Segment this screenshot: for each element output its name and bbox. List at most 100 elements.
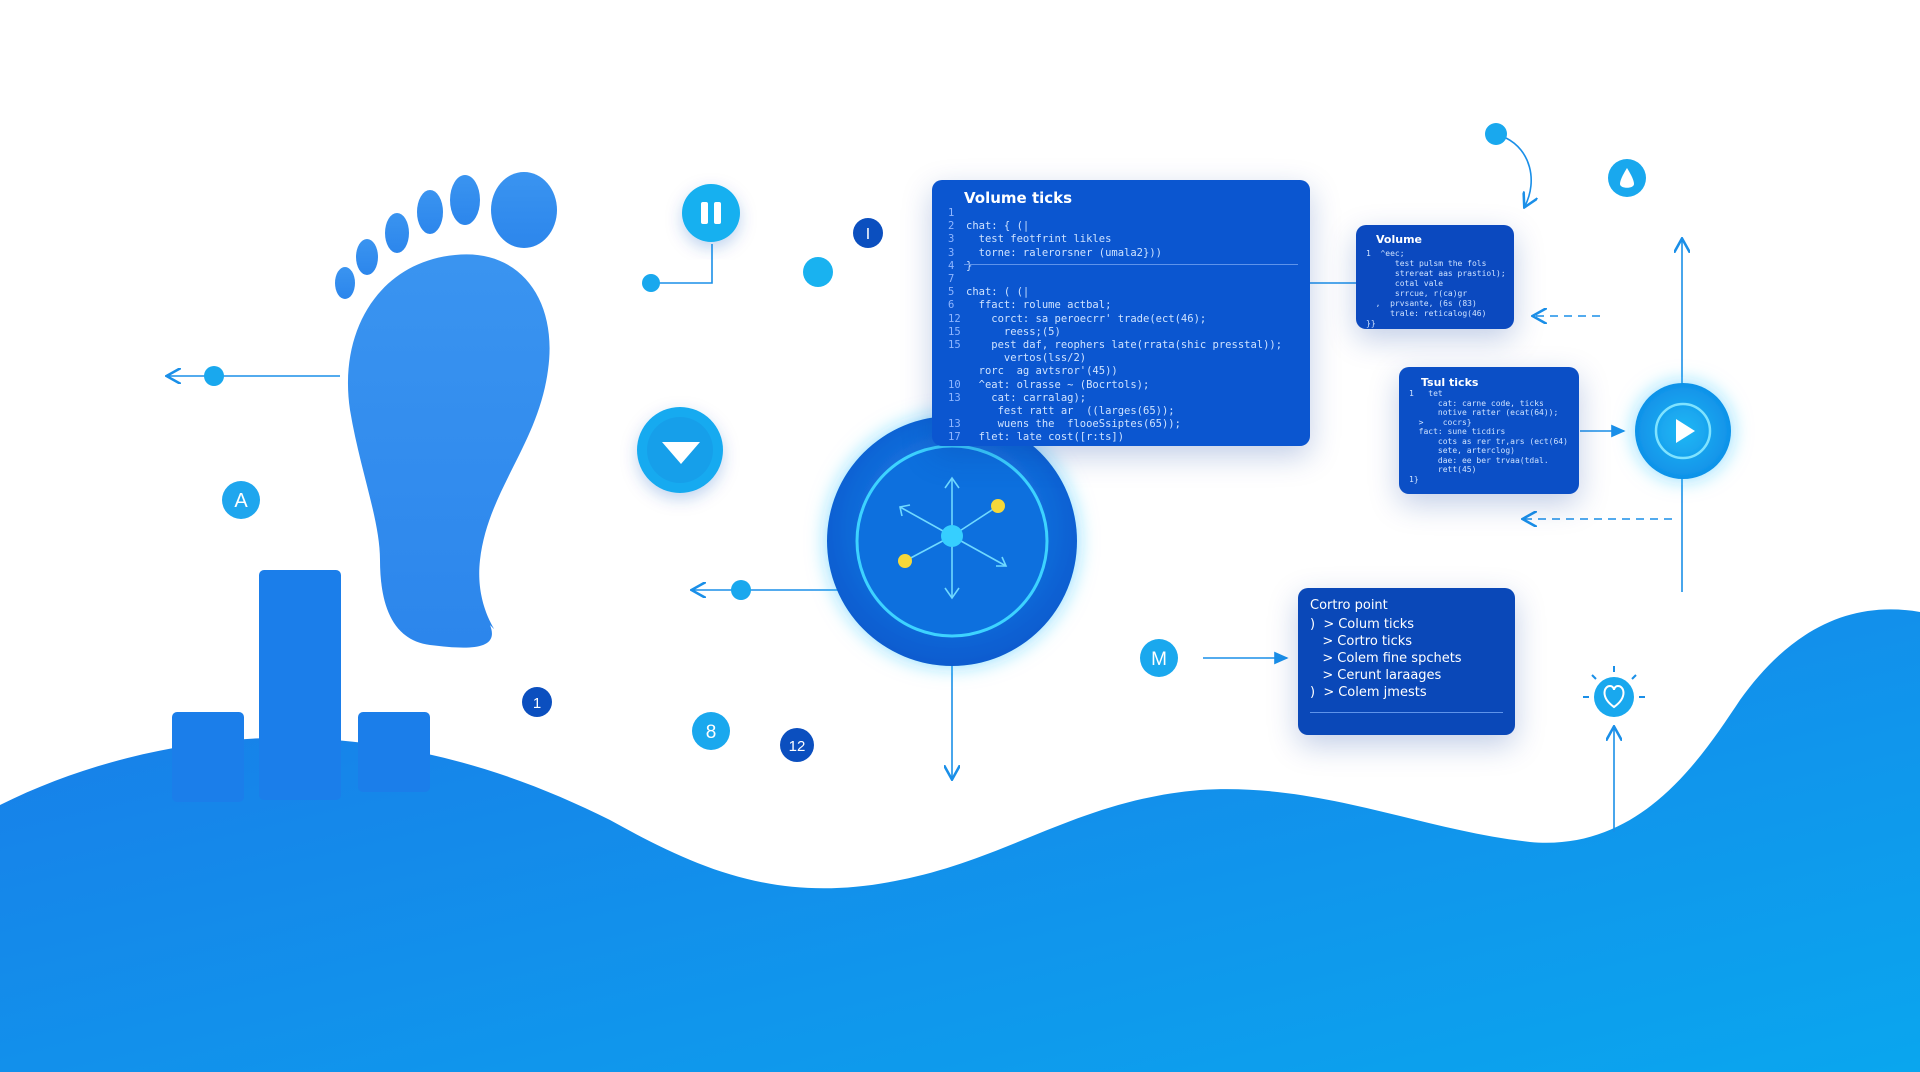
- line-text: cat: carralag);: [966, 391, 1087, 404]
- code-line: 15 pest daf, reophers late(rrata(shic pr…: [948, 339, 1282, 352]
- code-line: srrcue, r(ca)gr: [1366, 289, 1468, 298]
- code-line: 12 corct: sa peroecrr' trade(ect(46);: [948, 313, 1282, 326]
- drop-icon: [1608, 159, 1646, 197]
- dropdown-button[interactable]: [637, 407, 723, 493]
- code-line: 17 flet: late cost([r:ts]): [948, 431, 1282, 444]
- menu-panel: Cortro point ) >Colum ticks >Cortro tick…: [1298, 588, 1515, 735]
- code-line: 1}: [1409, 474, 1419, 484]
- line-number: 13: [948, 391, 961, 404]
- menu-item-chevron: >: [1310, 634, 1334, 649]
- menu-item[interactable]: ) >Colum ticks: [1310, 616, 1462, 633]
- code-line: 7: [948, 273, 1282, 286]
- code-line: sete, arterclog): [1409, 446, 1515, 455]
- line-text: fest ratt ar ((larges(65));: [966, 405, 1175, 418]
- menu-item-chevron: >: [1310, 668, 1334, 683]
- line-number: 2: [948, 220, 955, 233]
- code-line: rorc ag avtsror'(45)): [948, 365, 1282, 378]
- line-text: ffact: rolume actbal;: [966, 299, 1112, 312]
- code-line: 4}: [948, 260, 1282, 273]
- line-text: chat: { (|: [966, 220, 1030, 233]
- code-line: cotal vale: [1366, 279, 1444, 288]
- pause-button[interactable]: [682, 184, 740, 242]
- line-number: 1: [948, 207, 955, 219]
- menu-item-chevron: ) >: [1310, 617, 1335, 632]
- menu-item[interactable]: >Colem fine spchets: [1310, 650, 1462, 667]
- code-line: tnat: und presta:(6ala);: [948, 445, 1282, 446]
- code-line: cat: carne code, ticks: [1409, 398, 1544, 408]
- line-number: 3: [948, 246, 955, 259]
- code-panel-main-title: Volume ticks: [964, 189, 1073, 207]
- line-text: wuens the flooeSsiptes(65));: [966, 418, 1181, 431]
- pause-connector-dot: [642, 274, 660, 292]
- disc-connectors: [693, 282, 1356, 778]
- code-line: 1 tet: [1409, 389, 1443, 398]
- line-text: corct: sa peroecrr' trade(ect(46);: [966, 312, 1207, 325]
- line-text: flet: late cost([r:ts]): [966, 431, 1125, 444]
- line-text: tnat: und presta:(6ala);: [966, 445, 1131, 446]
- line-number: 6: [948, 299, 955, 312]
- code-line: notive ratter (ecat(64));: [1409, 408, 1559, 417]
- menu-item[interactable]: >Cortro ticks: [1310, 633, 1462, 650]
- code-line: 3 test feotfrint likles: [948, 233, 1282, 246]
- menu-item-label: Colum ticks: [1338, 617, 1415, 632]
- badge-i: I: [853, 218, 883, 248]
- code-line: fest ratt ar ((larges(65));: [948, 405, 1282, 418]
- line-text: vertos(lss/2): [966, 352, 1087, 365]
- line-number: 15: [948, 339, 961, 352]
- code-line: , prvsante, (6s (83): [1366, 299, 1477, 308]
- menu-panel-list: ) >Colum ticks >Cortro ticks >Colem fine…: [1310, 616, 1462, 701]
- line-text: test feotfrint likles: [966, 233, 1112, 246]
- code-line: trale: reticalog(46): [1366, 309, 1487, 318]
- code-panel-tsul: Tsul ticks 1 tet cat: carne code, ticks …: [1399, 367, 1579, 494]
- footprint-icon: [335, 172, 557, 648]
- line-number: 4: [948, 259, 955, 272]
- line-number: 13: [948, 418, 961, 431]
- line-text: pest daf, reophers late(rrata(shic press…: [966, 339, 1283, 352]
- line-number: 12: [948, 312, 961, 325]
- menu-item-label: Cortro ticks: [1337, 634, 1413, 649]
- code-line: 13 wuens the flooeSsiptes(65));: [948, 418, 1282, 431]
- code-line: test pulsm the fols: [1366, 259, 1487, 268]
- svg-text:8: 8: [706, 722, 717, 743]
- menu-panel-divider: [1310, 712, 1503, 713]
- badge-a: A: [222, 481, 260, 519]
- badge-eight: 8: [692, 712, 730, 750]
- foot-connector: [168, 366, 340, 386]
- line-number: 5: [948, 286, 955, 299]
- disc-left-dot: [731, 580, 751, 600]
- code-line: vertos(lss/2): [948, 352, 1282, 365]
- code-panel-tsul-title: Tsul ticks: [1421, 376, 1479, 389]
- code-line: > cocrs}: [1409, 417, 1472, 427]
- line-number: 10: [948, 378, 961, 391]
- badge-one: 1: [522, 687, 552, 717]
- network-icon: [898, 476, 1008, 600]
- menu-item-label: Colem fine spchets: [1337, 651, 1462, 666]
- line-number: 17: [948, 431, 961, 444]
- badge-m: M: [1140, 639, 1178, 677]
- code-line: cots as rer tr,ars (ect(64): [1409, 436, 1568, 446]
- code-line: 1: [948, 207, 1282, 220]
- svg-text:I: I: [866, 226, 870, 243]
- dashed-arrows: [1524, 316, 1672, 519]
- menu-item-label: Cerunt laraages: [1337, 668, 1442, 683]
- bar-silhouette: [172, 570, 430, 802]
- code-line: 3 torne: ralerorsner (umala2})): [948, 247, 1282, 260]
- menu-item-chevron: >: [1310, 651, 1334, 666]
- code-line: dae: ee ber trvaa(tdal.: [1409, 455, 1549, 465]
- code-panel-volume-title: Volume: [1376, 233, 1422, 246]
- line-number: 7: [948, 273, 955, 286]
- line-number: 15: [948, 325, 961, 338]
- menu-item[interactable]: ) >Colem jmests: [1310, 684, 1462, 701]
- code-line: 15 reess;(5): [948, 326, 1282, 339]
- code-panel-tsul-body: 1 tet cat: carne code, ticks notive ratt…: [1409, 389, 1568, 484]
- code-panel-divider: [964, 264, 1298, 265]
- menu-item-chevron: ) >: [1310, 685, 1335, 700]
- menu-item[interactable]: >Cerunt laraages: [1310, 667, 1462, 684]
- code-line: strereat aas prastiol);: [1366, 269, 1506, 278]
- play-button[interactable]: [1635, 383, 1731, 479]
- line-text: torne: ralerorsner (umala2})): [966, 246, 1162, 259]
